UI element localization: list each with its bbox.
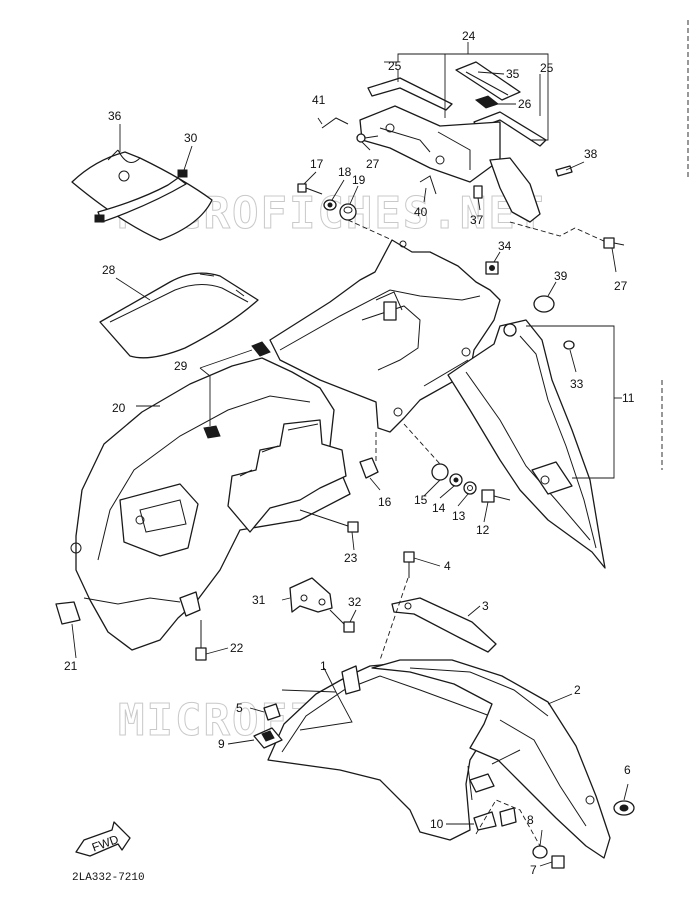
callout-9: 9 bbox=[218, 737, 225, 751]
callout-13: 13 bbox=[452, 509, 466, 523]
callout-2: 2 bbox=[574, 683, 581, 697]
part-5-rubber bbox=[263, 703, 281, 721]
part-35-grab-bar-pad bbox=[455, 61, 521, 101]
rear-frame-bracket bbox=[269, 239, 501, 433]
callout-1: 1 bbox=[320, 659, 327, 673]
part-38-hook bbox=[489, 157, 573, 223]
part-20-rear-fender-inner bbox=[70, 357, 351, 651]
callout-27-right: 27 bbox=[614, 279, 628, 293]
callout-35: 35 bbox=[506, 67, 520, 81]
callout-23: 23 bbox=[344, 551, 358, 565]
part-28-seat-pad bbox=[99, 272, 259, 359]
part-33-grommet bbox=[563, 340, 575, 350]
callout-11: 11 bbox=[622, 391, 635, 405]
part-32-screw bbox=[329, 609, 355, 633]
fwd-label: FWD bbox=[90, 832, 121, 855]
part-19-collar bbox=[339, 203, 357, 221]
callout-18: 18 bbox=[338, 165, 352, 179]
callout-30: 30 bbox=[184, 131, 198, 145]
callout-28: 28 bbox=[102, 263, 116, 277]
part-25-grab-bar-left bbox=[367, 77, 453, 111]
part-21-reflector bbox=[55, 601, 81, 625]
part-39-damper bbox=[533, 295, 555, 313]
callout-12: 12 bbox=[476, 523, 490, 537]
callout-38: 38 bbox=[584, 147, 598, 161]
part-31-bracket bbox=[289, 577, 333, 613]
part-26-grab-bar-clip bbox=[474, 95, 500, 109]
part-27-bolt-right bbox=[603, 237, 625, 249]
callout-26: 26 bbox=[518, 97, 532, 111]
callout-17: 17 bbox=[310, 157, 324, 171]
callout-33: 33 bbox=[570, 377, 584, 391]
callout-25-right: 25 bbox=[540, 61, 554, 75]
callout-8: 8 bbox=[527, 813, 534, 827]
part-29-clip bbox=[203, 341, 271, 439]
diagram-code: 2LA332-7210 bbox=[72, 872, 145, 884]
callout-34: 34 bbox=[498, 239, 512, 253]
part-13-washer bbox=[463, 481, 477, 495]
callout-10: 10 bbox=[430, 817, 444, 831]
part-16-collar bbox=[359, 457, 379, 479]
part-24-rear-carrier bbox=[359, 105, 501, 183]
callout-37: 37 bbox=[470, 213, 484, 227]
part-27-bolt-upper bbox=[356, 133, 379, 143]
part-41-clip bbox=[321, 117, 349, 129]
part-9-holder bbox=[253, 727, 283, 749]
part-18-washer bbox=[323, 199, 337, 211]
callout-39: 39 bbox=[554, 269, 568, 283]
callout-24: 24 bbox=[462, 29, 476, 43]
callout-22: 22 bbox=[230, 641, 244, 655]
callout-31: 31 bbox=[252, 593, 266, 607]
callout-27-upper: 27 bbox=[366, 157, 380, 171]
part-1-front-fender-front bbox=[267, 661, 501, 841]
part-17-bolt bbox=[297, 183, 323, 195]
part-40-bracket bbox=[419, 175, 437, 195]
part-36-tool-bag bbox=[71, 149, 213, 241]
callout-5: 5 bbox=[236, 701, 243, 715]
callout-16: 16 bbox=[378, 495, 392, 509]
part-10-clip bbox=[473, 807, 517, 831]
callout-32: 32 bbox=[348, 595, 362, 609]
part-8-washer bbox=[532, 845, 548, 859]
callout-29: 29 bbox=[174, 359, 188, 373]
part-11-side-fender bbox=[447, 319, 606, 569]
part-37-bolt bbox=[473, 185, 483, 199]
part-23-bolt bbox=[299, 509, 359, 533]
part-6-collar bbox=[613, 800, 635, 816]
part-4-bolt bbox=[403, 551, 415, 578]
part-15-damper bbox=[431, 463, 449, 481]
callout-19: 19 bbox=[352, 173, 366, 187]
part-7-bolt bbox=[551, 855, 565, 869]
part-34-nut bbox=[485, 261, 499, 275]
callout-41: 41 bbox=[312, 93, 326, 107]
part-3-stay bbox=[391, 597, 497, 653]
callout-15: 15 bbox=[414, 493, 428, 507]
callout-3: 3 bbox=[482, 599, 489, 613]
part-22-bolt bbox=[195, 620, 207, 661]
fwd-arrow: FWD bbox=[75, 821, 131, 857]
part-2-front-fender-rear bbox=[371, 659, 611, 859]
leader-lines bbox=[71, 42, 629, 867]
callout-20: 20 bbox=[112, 401, 126, 415]
part-12-bolt bbox=[481, 489, 511, 503]
part-30-strap bbox=[94, 169, 188, 223]
callout-25-left: 25 bbox=[388, 59, 402, 73]
callout-6: 6 bbox=[624, 763, 631, 777]
callout-14: 14 bbox=[432, 501, 446, 515]
part-14-washer bbox=[449, 473, 463, 487]
callout-40: 40 bbox=[414, 205, 428, 219]
callout-36: 36 bbox=[108, 109, 122, 123]
callout-7: 7 bbox=[530, 863, 537, 877]
callout-4: 4 bbox=[444, 559, 451, 573]
callout-21: 21 bbox=[64, 659, 78, 673]
callouts: 1 2 3 4 5 6 7 8 9 10 11 12 13 14 15 16 1… bbox=[64, 29, 635, 877]
